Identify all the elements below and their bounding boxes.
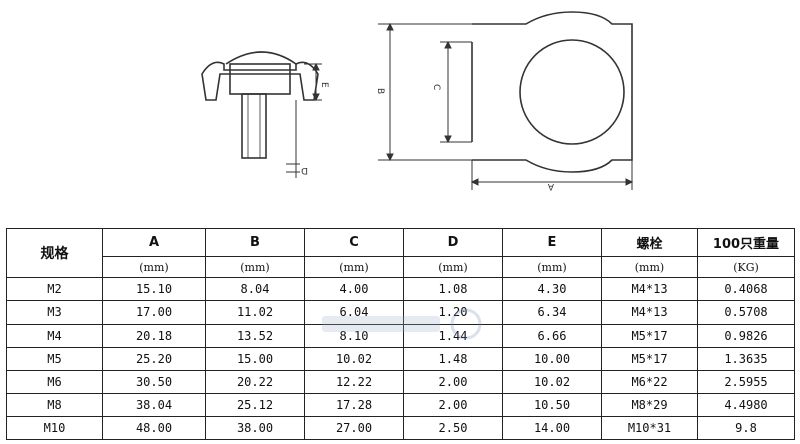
value-cell: 38.04: [102, 392, 206, 417]
table-row: M5 25.20 15.00 10.02 1.48 10.00 M5*17 1.…: [6, 346, 795, 371]
header-col: A: [102, 227, 206, 258]
value-cell: 2.00: [403, 369, 503, 394]
value-cell: M4*13: [601, 277, 698, 302]
value-cell: M5*17: [601, 323, 698, 348]
bolt-shank: [241, 93, 267, 159]
header-col: E: [502, 227, 602, 258]
value-cell: 6.34: [502, 300, 602, 325]
value-cell: 2.00: [403, 392, 503, 417]
value-cell: 9.8: [697, 415, 795, 441]
size-cell: M6: [6, 369, 103, 394]
header-spec: 规格: [6, 227, 103, 279]
dome-cap: [225, 51, 297, 65]
value-cell: 0.9826: [697, 323, 795, 348]
value-cell: 0.5708: [697, 300, 795, 325]
value-cell: 4.4980: [697, 392, 795, 417]
value-cell: 25.20: [102, 346, 206, 371]
table-row: M8 38.04 25.12 17.28 2.00 10.50 M8*29 4.…: [6, 392, 795, 417]
label-e: E: [319, 82, 329, 88]
value-cell: 27.00: [304, 415, 404, 441]
value-cell: 10.02: [502, 369, 602, 394]
value-cell: 11.02: [205, 300, 305, 325]
value-cell: 20.22: [205, 369, 305, 394]
value-cell: M6*22: [601, 369, 698, 394]
value-cell: 8.10: [304, 323, 404, 348]
label-b: B: [375, 88, 385, 94]
value-cell: M5*17: [601, 346, 698, 371]
header-col: D: [403, 227, 503, 258]
value-cell: 13.52: [205, 323, 305, 348]
value-cell: 2.5955: [697, 369, 795, 394]
unit-cell: (mm): [205, 256, 305, 279]
unit-cell: (KG): [697, 256, 795, 279]
value-cell: 8.04: [205, 277, 305, 302]
value-cell: 0.4068: [697, 277, 795, 302]
value-cell: 1.48: [403, 346, 503, 371]
table-row: M6 30.50 20.22 12.22 2.00 10.02 M6*22 2.…: [6, 369, 795, 394]
value-cell: 48.00: [102, 415, 206, 441]
label-c: C: [431, 84, 441, 90]
value-cell: 38.00: [205, 415, 305, 441]
table-row: M2 15.10 8.04 4.00 1.08 4.30 M4*13 0.406…: [6, 277, 795, 302]
table-row: M4 20.18 13.52 8.10 1.44 6.66 M5*17 0.98…: [6, 323, 795, 348]
value-cell: M8*29: [601, 392, 698, 417]
unit-cell: (mm): [601, 256, 698, 279]
header-row: 规格 A B C D E 螺栓 100只重量: [6, 227, 795, 279]
value-cell: 6.66: [502, 323, 602, 348]
unit-cell: (mm): [304, 256, 404, 279]
unit-cell: (mm): [403, 256, 503, 279]
value-cell: 2.50: [403, 415, 503, 441]
value-cell: M4*13: [601, 300, 698, 325]
value-cell: 10.00: [502, 346, 602, 371]
spec-table: 规格 A B C D E 螺栓 100只重量 (mm) (mm) (mm) (m…: [6, 227, 795, 441]
value-cell: 15.00: [205, 346, 305, 371]
value-cell: 4.00: [304, 277, 404, 302]
header-col: 螺栓: [601, 227, 698, 258]
technical-drawing: E D B C A: [201, 11, 634, 191]
value-cell: 10.02: [304, 346, 404, 371]
unit-cell: (mm): [502, 256, 602, 279]
value-cell: 25.12: [205, 392, 305, 417]
value-cell: 1.20: [403, 300, 503, 325]
value-cell: 1.3635: [697, 346, 795, 371]
value-cell: 17.00: [102, 300, 206, 325]
size-cell: M3: [6, 300, 103, 325]
value-cell: 14.00: [502, 415, 602, 441]
table-row: M10 48.00 38.00 27.00 2.50 14.00 M10*31 …: [6, 415, 795, 441]
value-cell: 4.30: [502, 277, 602, 302]
value-cell: M10*31: [601, 415, 698, 441]
header-col: B: [205, 227, 305, 258]
size-cell: M4: [6, 323, 103, 348]
value-cell: 12.22: [304, 369, 404, 394]
value-cell: 30.50: [102, 369, 206, 394]
header-col: C: [304, 227, 404, 258]
bolt-head: [229, 63, 291, 95]
label-a: A: [547, 181, 554, 191]
unit-row: (mm) (mm) (mm) (mm) (mm) (mm) (KG): [7, 256, 795, 279]
plate-top-view: [472, 11, 633, 173]
header-col: 100只重量: [697, 227, 795, 258]
size-cell: M2: [6, 277, 103, 302]
value-cell: 15.10: [102, 277, 206, 302]
watermark-logo: [322, 308, 482, 340]
value-cell: 10.50: [502, 392, 602, 417]
plate-hole: [519, 39, 625, 145]
value-cell: 1.08: [403, 277, 503, 302]
value-cell: 20.18: [102, 323, 206, 348]
size-cell: M5: [6, 346, 103, 371]
value-cell: 17.28: [304, 392, 404, 417]
unit-cell: (mm): [102, 256, 206, 279]
size-cell: M10: [6, 415, 103, 441]
label-d: D: [301, 165, 308, 175]
size-cell: M8: [6, 392, 103, 417]
